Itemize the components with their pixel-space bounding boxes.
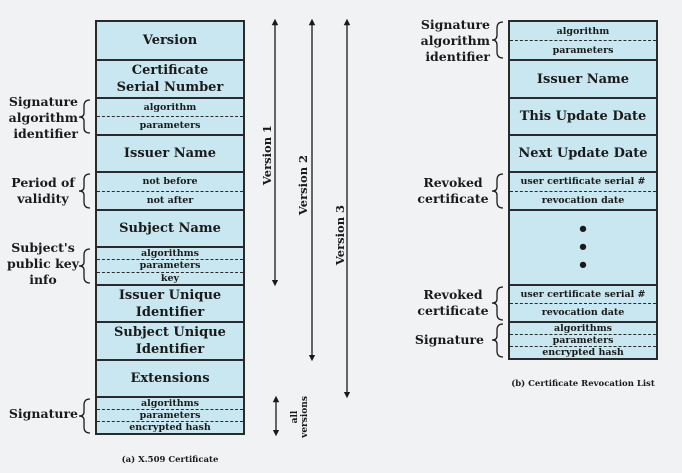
crl-next-update-label: Next Update Date: [518, 146, 648, 161]
crl-this-update-date: This Update Date: [508, 98, 658, 135]
label-line: certificate: [417, 191, 489, 206]
field-serial-line1: Certificate: [131, 63, 209, 78]
field-signature: algorithms parameters encrypted hash: [95, 397, 245, 435]
field-subject-unique-id: Subject Unique Identifier: [95, 322, 245, 360]
label-line: certificate: [417, 303, 489, 318]
label-line: Signature: [8, 94, 78, 109]
label-line: Period of: [11, 175, 75, 190]
label-line: identifier: [425, 49, 490, 64]
sub-encrypted-hash: encrypted hash: [97, 421, 243, 433]
sub-parameters: parameters: [97, 259, 243, 271]
field-version: Version: [95, 20, 245, 60]
crl-brace-revoked-1: [491, 173, 504, 209]
sub-algorithm: algorithm: [143, 101, 197, 113]
label-line: Signature: [414, 332, 484, 347]
label-period-of-validity: Period of validity: [8, 174, 78, 208]
crl-signature: algorithms parameters encrypted hash: [508, 322, 658, 360]
sub-revocation-date: revocation date: [510, 190, 656, 210]
crl-label-revoked-certificate-2: Revoked certificate: [416, 286, 490, 320]
field-serial-line2: Serial Number: [116, 80, 224, 95]
field-serial-number: Certificate Serial Number: [95, 60, 245, 98]
field-issuer-label: Issuer Name: [123, 146, 217, 161]
crl-revoked-certificate-2: user certificate serial # revocation dat…: [508, 285, 658, 322]
sub-user-cert-serial: user certificate serial #: [520, 288, 646, 300]
crl-label-signature: Signature: [412, 331, 484, 349]
field-subject-uid-line2: Identifier: [135, 342, 205, 357]
field-issuer-uid-line2: Identifier: [135, 304, 205, 320]
sub-algorithms: algorithms: [553, 323, 613, 334]
field-extensions: Extensions: [95, 360, 245, 397]
sub-parameters: parameters: [97, 409, 243, 421]
sub-revocation-date: revocation date: [510, 302, 656, 321]
crl-brace-signature: [491, 323, 504, 358]
label-line: Signature: [420, 17, 490, 32]
brace-validity: [78, 173, 91, 209]
field-public-key-info: algorithms parameters key: [95, 247, 245, 285]
sub-algorithms: algorithms: [140, 248, 200, 260]
ellipsis-dot: •: [577, 254, 589, 276]
label-line: Subject's: [11, 240, 75, 255]
sub-not-before: not before: [142, 176, 198, 188]
field-issuer-unique-id: Issuer Unique Identifier: [95, 285, 245, 322]
crl-label-signature-algorithm-identifier: Signature algorithm identifier: [412, 13, 490, 65]
ellipsis-dot: •: [577, 236, 589, 258]
sub-parameters: parameters: [97, 115, 243, 134]
crl-ellipsis: • • •: [508, 210, 658, 285]
label-line: Revoked: [423, 287, 483, 302]
label-line: algorithm: [420, 33, 490, 48]
crl-brace-signature-algorithm: [491, 21, 504, 59]
crl-issuer-label: Issuer Name: [536, 71, 630, 87]
label-public-key-info: Subject's public key info: [6, 238, 80, 290]
field-extensions-label: Extensions: [130, 371, 210, 386]
caption-crl: (b) Certificate Revocation List: [511, 379, 655, 389]
sub-algorithms: algorithms: [140, 398, 200, 409]
brace-signature: [78, 398, 91, 434]
caption-x509: (a) X.509 Certificate: [121, 455, 219, 465]
sub-parameters: parameters: [510, 40, 656, 59]
field-validity: not before not after: [95, 172, 245, 210]
label-signature-algorithm-identifier: Signature algorithm identifier: [2, 90, 78, 142]
sub-key: key: [97, 271, 243, 284]
field-signature-algorithm: algorithm parameters: [95, 98, 245, 135]
label-line: Revoked: [423, 175, 483, 190]
crl-label-revoked-certificate-1: Revoked certificate: [416, 174, 490, 208]
label-line: identifier: [13, 126, 78, 141]
sub-not-after: not after: [97, 190, 243, 210]
field-subject-label: Subject Name: [119, 221, 221, 236]
field-issuer-name: Issuer Name: [95, 135, 245, 172]
label-line: info: [29, 272, 57, 287]
field-subject-name: Subject Name: [95, 210, 245, 247]
crl-brace-revoked-2: [491, 286, 504, 321]
crl-this-update-label: This Update Date: [519, 109, 647, 124]
label-line: validity: [17, 191, 69, 206]
ellipsis-dot: •: [577, 218, 589, 240]
sub-user-cert-serial: user certificate serial #: [520, 176, 646, 188]
field-issuer-uid-line1: Issuer Unique: [118, 287, 222, 303]
label-line: algorithm: [8, 110, 78, 125]
label-line: public key: [7, 256, 79, 271]
crl-revoked-certificate-1: user certificate serial # revocation dat…: [508, 172, 658, 210]
crl-issuer-name: Issuer Name: [508, 60, 658, 98]
label-line: Signature: [8, 406, 78, 421]
crl-signature-algorithm: algorithm parameters: [508, 20, 658, 60]
crl-next-update-date: Next Update Date: [508, 135, 658, 172]
label-signature: Signature: [2, 405, 78, 423]
brace-public-key: [78, 248, 91, 284]
field-subject-uid-line1: Subject Unique: [114, 325, 226, 340]
sub-algorithm: algorithm: [556, 25, 610, 37]
brace-signature-algorithm: [78, 99, 91, 134]
sub-encrypted-hash: encrypted hash: [510, 346, 656, 358]
sub-parameters: parameters: [510, 334, 656, 346]
field-version-label: Version: [142, 33, 198, 48]
